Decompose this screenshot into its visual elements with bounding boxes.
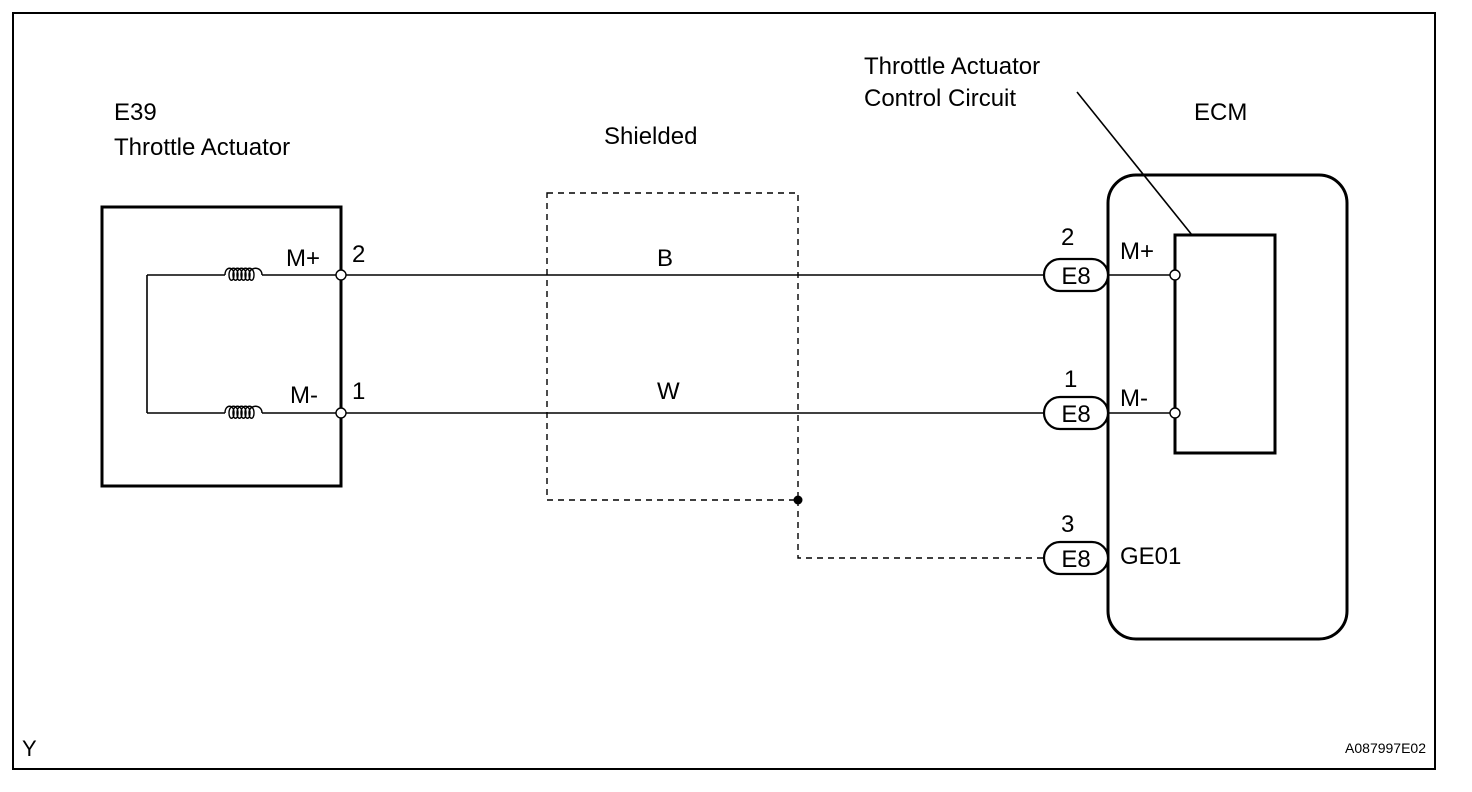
connector-label: E8 (1061, 401, 1090, 428)
actuator-code: E39 (114, 99, 157, 126)
wire-color-b: B (657, 245, 673, 272)
circuit-label-line1: Throttle Actuator (864, 53, 1040, 80)
actuator-pin-number-2: 2 (352, 241, 365, 268)
connector-e8-pin2 (1042, 257, 1110, 293)
circuit-label-line2: Control Circuit (864, 85, 1016, 112)
circuit-leader-line (1076, 91, 1193, 236)
coil-icon (224, 405, 263, 419)
corner-mark: Y (22, 736, 37, 761)
ecm-pin-label-ge01: GE01 (1120, 543, 1181, 570)
actuator-name: Throttle Actuator (114, 134, 290, 161)
shield-junction-dot (793, 495, 803, 505)
coil-icon (224, 267, 263, 281)
actuator-terminal-mminus (335, 407, 347, 419)
actuator-pin-label-mplus: M+ (286, 245, 320, 272)
control-circuit-box (1173, 233, 1277, 455)
shield-drain-wire (797, 500, 1044, 559)
actuator-box (100, 205, 343, 488)
connector-e8-pin1 (1042, 395, 1110, 431)
connector-label: E8 (1061, 263, 1090, 290)
diagram-frame (12, 12, 1436, 770)
ecm-pin-number-3: 3 (1061, 511, 1074, 538)
shield-label: Shielded (604, 123, 697, 150)
connector-e8-pin3 (1042, 540, 1110, 576)
actuator-pin-number-1: 1 (352, 378, 365, 405)
connector-label: E8 (1061, 546, 1090, 573)
ecm-pin-number-2: 2 (1061, 224, 1074, 251)
ecm-pin-label-mplus: M+ (1120, 238, 1154, 265)
actuator-internal-wiring (146, 274, 340, 414)
ecm-terminal-mminus (1169, 407, 1181, 419)
shield-box (546, 192, 799, 501)
ecm-pin-number-1: 1 (1064, 366, 1077, 393)
ecm-pin-label-mminus: M- (1120, 385, 1148, 412)
actuator-pin-label-mminus: M- (290, 382, 318, 409)
ecm-title: ECM (1194, 99, 1247, 126)
wire-color-w: W (657, 378, 680, 405)
ecm-terminal-mplus (1169, 269, 1181, 281)
actuator-terminal-mplus (335, 269, 347, 281)
figure-id: A087997E02 (1345, 740, 1426, 756)
